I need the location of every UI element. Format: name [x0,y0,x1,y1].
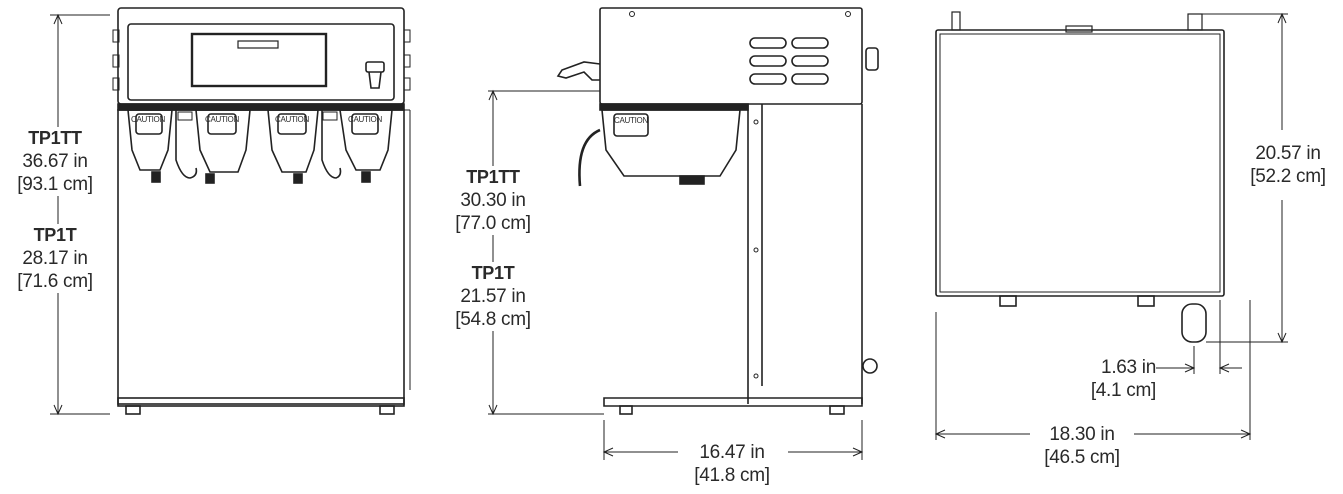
inches-value: 20.57 in [1255,143,1321,164]
model-label: TP1TT [28,128,82,148]
funnel-caution-label: CAUTION [614,116,648,125]
funnel-caution-label: CAUTION [205,115,239,124]
cm-value: [93.1 cm] [17,174,93,195]
cm-value: [41.8 cm] [694,465,770,486]
inches-value: 36.67 in [22,151,88,172]
side-depth: 16.47 in [41.8 cm] [676,441,788,487]
cm-value: [46.5 cm] [1044,447,1120,468]
front-view-brewer [50,7,411,416]
funnel-caution-label: CAUTION [348,115,382,124]
funnel-caution-label: CAUTION [131,115,165,124]
model-label: TP1T [471,263,515,283]
front-funnel-left-b [195,109,251,184]
cm-value: [71.6 cm] [17,271,93,292]
top-width: 18.30 in [46.5 cm] [1028,423,1136,469]
funnel-caution-label: CAUTION [275,115,309,124]
front-height-tp1tt: TP1TT 36.67 in [93.1 cm] [4,127,106,196]
inches-value: 18.30 in [1049,424,1115,445]
cm-value: [52.2 cm] [1250,166,1326,187]
front-funnel-right-a [267,109,319,184]
top-view-brewer [934,11,1288,440]
inches-value: 21.57 in [460,286,526,307]
top-offset: 1.63 in [4.1 cm] [1082,356,1156,402]
cm-value: [4.1 cm] [1090,380,1156,401]
side-height-tp1t: TP1T 21.57 in [54.8 cm] [440,262,546,331]
front-funnel-left-a [127,109,173,183]
top-depth: 20.57 in [52.2 cm] [1236,142,1340,188]
inches-value: 30.30 in [460,190,526,211]
side-view-brewer [488,7,879,460]
side-height-tp1tt: TP1TT 30.30 in [77.0 cm] [440,166,546,235]
front-funnel-right-b [339,109,393,183]
cm-value: [54.8 cm] [455,309,531,330]
inches-value: 28.17 in [22,248,88,269]
model-label: TP1T [33,225,77,245]
inches-value: 16.47 in [699,442,765,463]
model-label: TP1TT [466,167,520,187]
cm-value: [77.0 cm] [455,213,531,234]
front-height-tp1t: TP1T 28.17 in [71.6 cm] [4,224,106,293]
inches-value: 1.63 in [1101,357,1156,378]
